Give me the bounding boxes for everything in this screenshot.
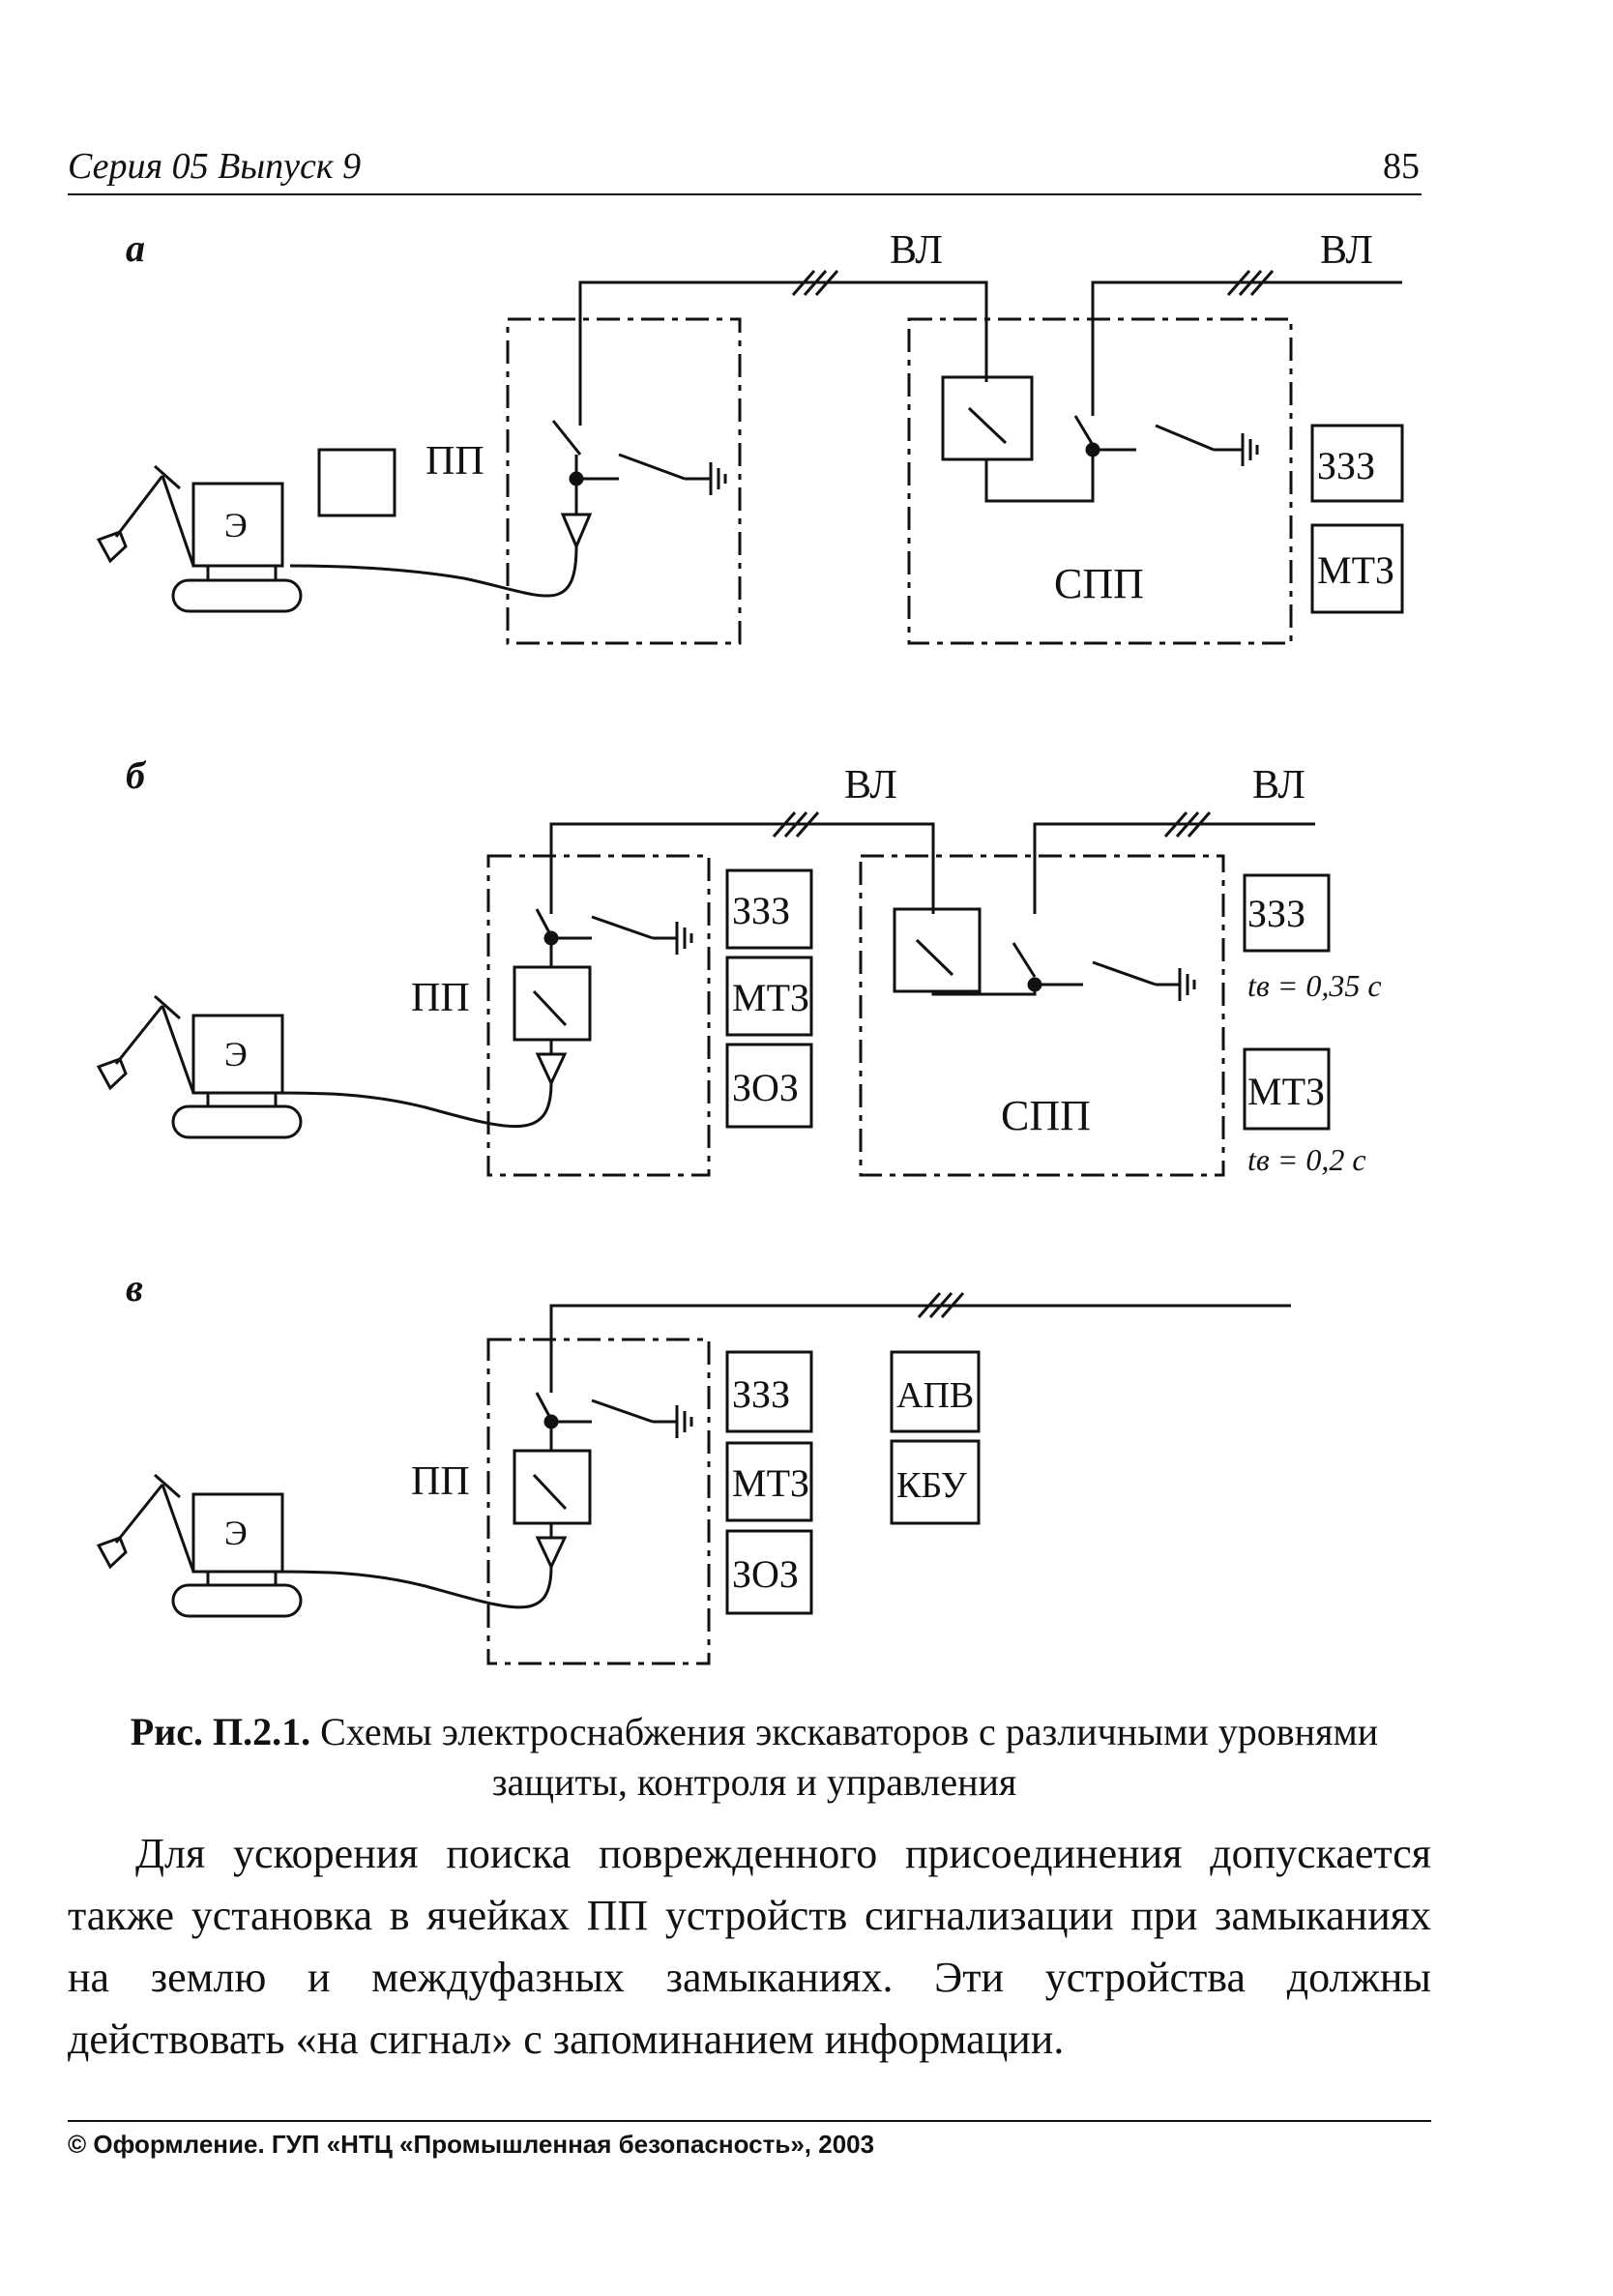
diagram-a-pp-earthing-switch <box>618 453 686 481</box>
diagram-b-cable-terminal <box>535 1052 568 1087</box>
diagram-a: а ВЛ ВЛ ПП Э <box>96 226 1404 645</box>
diagram-b-spp-switch <box>1012 942 1037 978</box>
diagram-b-line-label-1: ВЛ <box>844 763 897 808</box>
diagram-a-three-phase-mark-1 <box>791 270 839 296</box>
diagram-b-spp-mtz-time: tв = 0,2 с <box>1247 1142 1366 1177</box>
diagram-a-outgoing-line <box>1091 280 1402 372</box>
diagram-a-spp-switch <box>1073 415 1095 446</box>
svg-text:МТЗ: МТЗ <box>732 1461 809 1505</box>
diagram-a-feeder-line <box>578 280 988 382</box>
header-rule <box>68 193 1422 195</box>
diagram-b-spp-zzz-time: tв = 0,35 с <box>1247 968 1382 1003</box>
diagram-b-spp-earthing-switch <box>1092 960 1157 986</box>
svg-text:МТЗ: МТЗ <box>732 976 809 1019</box>
diagram-a-device-box <box>317 448 396 517</box>
figure-caption-text: Схемы электроснабжения экскаваторов с ра… <box>320 1710 1379 1804</box>
diagram-a-spp-earthing-switch <box>1155 424 1215 452</box>
diagram-a-excavator-label: Э <box>224 506 248 545</box>
diagram-a-excavator: Э <box>96 464 303 613</box>
diagram-b: б ВЛ ВЛ ПП Э <box>96 753 1382 1177</box>
diagram-b-pp-protection-zoz: ЗОЗ <box>725 1043 813 1129</box>
svg-text:ЗОЗ: ЗОЗ <box>732 1552 799 1596</box>
footer-copyright: © Оформление. ГУП «НТЦ «Промышленная без… <box>68 2130 875 2159</box>
diagram-b-pp-earthing-switch <box>591 915 654 940</box>
diagram-b-outgoing-line <box>1033 822 1315 914</box>
svg-text:ЗЗЗ: ЗЗЗ <box>732 1372 790 1416</box>
diagram-a-trailing-cable <box>289 545 578 598</box>
diagram-b-pp-switch-box <box>513 965 592 1042</box>
diagram-b-pp-protection-mtz: МТЗ <box>725 956 813 1037</box>
diagram-c-pp-cell <box>486 1338 711 1665</box>
diagram-c-three-phase-mark <box>917 1292 965 1318</box>
diagram-b-spp-label: СПП <box>1001 1092 1091 1139</box>
diagram-a-three-phase-mark-2 <box>1226 270 1275 296</box>
diagram-a-pp-switch <box>551 420 582 456</box>
diagram-a-protection-zzz: ЗЗЗ <box>1310 424 1404 503</box>
diagram-b-three-phase-mark-1 <box>772 811 820 838</box>
diagram-c-pp-earthing-switch <box>591 1398 654 1424</box>
diagram-c-trailing-cable <box>270 1566 553 1609</box>
diagram-b-spp-cell <box>859 854 1225 1177</box>
svg-text:ЗОЗ: ЗОЗ <box>732 1066 799 1109</box>
diagram-a-line-label-1: ВЛ <box>890 228 943 273</box>
diagram-c-excavator-label: Э <box>224 1514 248 1552</box>
diagram-b-line-label-2: ВЛ <box>1252 763 1305 808</box>
diagram-c-feeder-line <box>549 1304 1291 1364</box>
diagram-a-cable-terminal <box>560 513 593 550</box>
diagram-b-spp-protection-zzz: ЗЗЗ tв = 0,35 с <box>1243 873 1382 1003</box>
diagram-b-pp-cell <box>486 854 711 1177</box>
diagram-a-spp-cell <box>907 317 1293 645</box>
diagram-a-protection-mtz: МТЗ <box>1310 523 1404 614</box>
diagram-c-device-apv: АПВ <box>890 1350 981 1433</box>
diagram-b-excavator: Э <box>96 994 303 1139</box>
body-paragraph: Для ускорения поиска поврежденного присо… <box>68 1830 1431 2063</box>
svg-text:ЗЗЗ: ЗЗЗ <box>1317 444 1375 487</box>
diagram-b-letter: б <box>126 753 147 797</box>
diagram-b-three-phase-mark-2 <box>1163 811 1212 838</box>
figure-caption-number: Рис. П.2.1. <box>130 1710 311 1753</box>
diagram-a-spp-label: СПП <box>1054 560 1144 607</box>
svg-text:ЗЗЗ: ЗЗЗ <box>1247 892 1305 935</box>
diagram-b-pp-protection-zzz: ЗЗЗ <box>725 868 813 950</box>
running-header-series: Серия 05 Выпуск 9 <box>68 146 362 187</box>
diagram-c-pp-protection-zzz: ЗЗЗ <box>725 1350 813 1433</box>
footer-rule <box>68 2120 1431 2122</box>
figure-schematics: а ВЛ ВЛ ПП Э <box>96 226 1404 1665</box>
diagram-b-excavator-label: Э <box>224 1035 248 1074</box>
diagram-a-letter: а <box>126 226 145 270</box>
diagram-c-letter: в <box>126 1266 143 1310</box>
diagram-a-line-label-2: ВЛ <box>1320 228 1373 273</box>
diagram-c-device-kbu: КБУ <box>890 1439 981 1525</box>
diagram-c: в ПП Э <box>96 1266 1291 1665</box>
diagram-b-spp-protection-mtz: МТЗ tв = 0,2 с <box>1243 1047 1366 1177</box>
diagram-a-pp-label: ПП <box>425 439 484 484</box>
diagram-c-cable-terminal <box>535 1536 568 1571</box>
diagram-c-pp-protection-mtz: МТЗ <box>725 1441 813 1522</box>
diagram-c-pp-switch-box <box>513 1449 592 1525</box>
diagram-a-spp-switch-box <box>941 375 1034 461</box>
diagram-c-excavator: Э <box>96 1473 303 1618</box>
diagram-b-spp-switch-box <box>893 907 982 993</box>
figure-caption: Рис. П.2.1. Схемы электроснабжения экска… <box>68 1707 1441 1808</box>
diagram-a-pp-cell <box>506 317 742 645</box>
svg-text:АПВ: АПВ <box>896 1375 974 1416</box>
diagram-c-pp-protection-zoz: ЗОЗ <box>725 1529 813 1615</box>
svg-text:ЗЗЗ: ЗЗЗ <box>732 889 790 932</box>
svg-text:МТЗ: МТЗ <box>1317 548 1394 592</box>
diagram-b-pp-label: ПП <box>411 976 470 1020</box>
svg-text:КБУ: КБУ <box>896 1465 967 1506</box>
page-number: 85 <box>1383 146 1420 187</box>
diagram-b-trailing-cable <box>270 1082 553 1129</box>
svg-text:МТЗ: МТЗ <box>1247 1070 1325 1113</box>
diagram-c-pp-label: ПП <box>411 1459 470 1504</box>
